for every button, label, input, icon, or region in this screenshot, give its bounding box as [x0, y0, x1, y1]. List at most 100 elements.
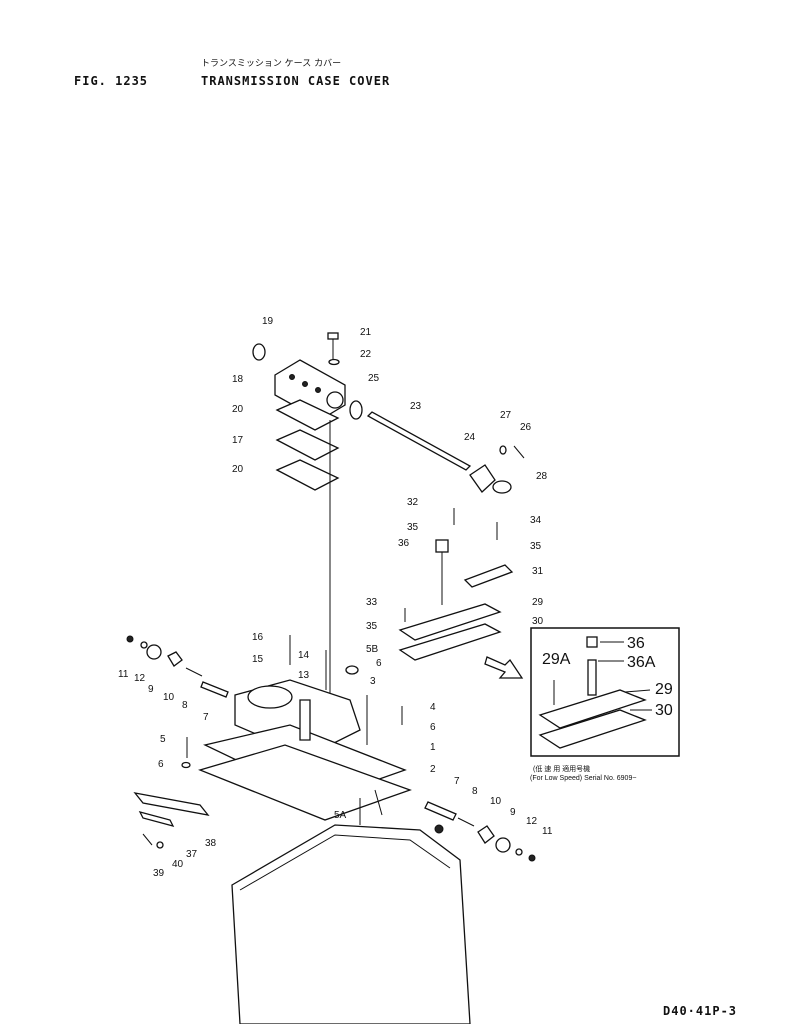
label-5b: 5B [366, 644, 379, 655]
label-39: 39 [153, 868, 165, 879]
label-14: 14 [298, 650, 310, 661]
label-40: 40 [172, 859, 184, 870]
inset-arrow [484, 656, 524, 679]
label-7b: 7 [454, 776, 460, 787]
valve-hole [302, 381, 308, 387]
label-8b: 8 [472, 786, 478, 797]
case-rim [239, 834, 451, 891]
washer-12-right [515, 848, 523, 856]
case-dowel [434, 824, 444, 834]
o-ring-19 [252, 343, 266, 361]
label-23: 23 [410, 401, 422, 412]
o-ring-25 [349, 400, 363, 420]
washer-6 [181, 761, 191, 769]
shaft-23 [366, 411, 472, 471]
bolt-26 [513, 445, 525, 459]
label-6c: 6 [158, 759, 164, 770]
label-6b: 6 [430, 722, 436, 733]
label-35a: 35 [407, 522, 419, 533]
label-3: 3 [370, 676, 376, 687]
label-34: 34 [530, 515, 542, 526]
label-26: 26 [520, 422, 532, 433]
nut-10-right [477, 825, 495, 844]
cover-29 [398, 603, 502, 641]
knob-36 [435, 539, 449, 553]
inset-plunger-36a [587, 659, 597, 696]
plunger-7-right [424, 801, 457, 821]
title-japanese: トランスミッション ケース カバー [201, 59, 342, 69]
bracket-38 [133, 792, 210, 816]
plunger-7 [200, 681, 229, 698]
gasket-2 [198, 744, 412, 821]
valve-hole [289, 374, 295, 380]
drawing-code: D40·41P-3 [663, 1004, 738, 1018]
bracket-group [133, 792, 210, 849]
part-labels: 19 21 22 18 25 20 23 17 27 26 24 20 28 3… [118, 316, 673, 879]
right-plunger-row [424, 801, 536, 862]
inset-knob-36 [586, 636, 598, 648]
bolt-11 [126, 635, 134, 643]
title-english: TRANSMISSION CASE COVER [201, 74, 391, 88]
label-12b: 12 [526, 816, 538, 827]
cap-9 [146, 644, 162, 660]
label-10a: 10 [163, 692, 175, 703]
label-5: 5 [160, 734, 166, 745]
label-5a: 5A [334, 810, 347, 821]
selector-cover-group [398, 508, 524, 679]
lever-31 [463, 564, 514, 588]
label-21: 21 [360, 327, 372, 338]
label-31: 31 [532, 566, 544, 577]
label-27: 27 [500, 410, 512, 421]
plate-37 [138, 811, 175, 827]
washer-40 [156, 841, 164, 849]
bolt-11-right [528, 854, 536, 862]
washer-12 [140, 641, 148, 649]
label-4: 4 [430, 702, 436, 713]
bolt-39 [142, 833, 153, 846]
inset-label-36a: 36A [627, 654, 656, 671]
label-15: 15 [252, 654, 264, 665]
transmission-case [231, 789, 471, 1024]
label-1: 1 [430, 742, 436, 753]
label-35c: 35 [366, 621, 378, 632]
left-plunger-row [126, 635, 229, 698]
plug-5b [345, 665, 359, 675]
label-30: 30 [532, 616, 544, 627]
label-28: 28 [536, 471, 548, 482]
label-37: 37 [186, 849, 198, 860]
gasket-30 [398, 623, 502, 661]
inset-note-jp: (低 速 用 適用号機 [533, 764, 590, 773]
label-20a: 20 [232, 404, 244, 415]
cap-9-right [495, 837, 511, 853]
label-12a: 12 [134, 673, 146, 684]
spring-stud [374, 789, 383, 816]
label-32: 32 [407, 497, 419, 508]
label-10b: 10 [490, 796, 502, 807]
figure-number: FIG. 1235 [74, 74, 149, 88]
label-8a: 8 [182, 700, 188, 711]
inset-label-29a: 29A [542, 651, 571, 668]
label-22: 22 [360, 349, 372, 360]
label-6a: 6 [376, 658, 382, 669]
label-2: 2 [430, 764, 436, 775]
inset-label-29: 29 [655, 681, 673, 698]
label-18: 18 [232, 374, 244, 385]
case-cover-group [181, 635, 412, 821]
gasket-20-upper [275, 399, 340, 431]
label-36: 36 [398, 538, 410, 549]
label-9a: 9 [148, 684, 154, 695]
inset-note-en: (For Low Speed) Serial No. 6909~ [530, 775, 636, 782]
plate-17 [275, 429, 340, 461]
flange-24 [469, 464, 496, 493]
bolt-21-head [327, 332, 339, 340]
boss [299, 699, 311, 741]
label-38: 38 [205, 838, 217, 849]
spring-8-right [457, 817, 475, 827]
valve-body-group [252, 332, 363, 700]
valve-hole [315, 387, 321, 393]
inset-label-30: 30 [655, 702, 673, 719]
label-16: 16 [252, 632, 264, 643]
case-housing [231, 824, 471, 1024]
